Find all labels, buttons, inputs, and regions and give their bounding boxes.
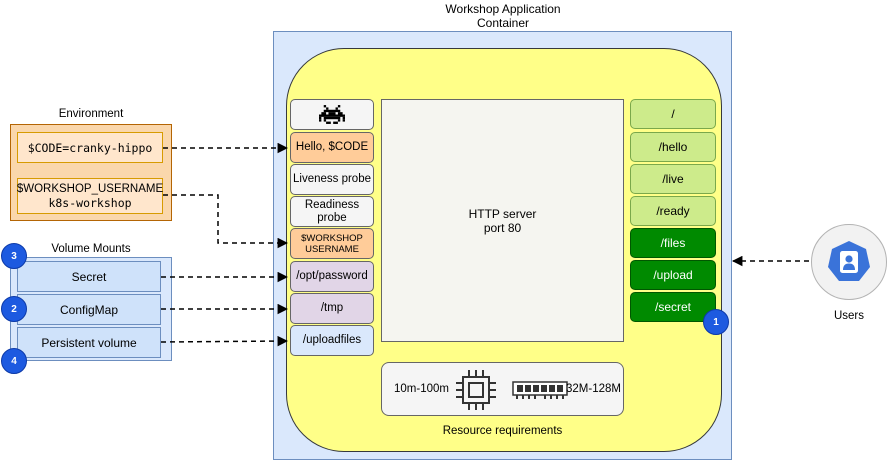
secret-route-badge: 1	[703, 309, 729, 335]
users-node	[811, 224, 887, 300]
users-label: Users	[833, 310, 865, 322]
resource-requirements-box: 10m-100m 32M-128M	[381, 362, 624, 416]
memory-module-icon	[512, 381, 568, 399]
route-ready-label: /ready	[656, 204, 690, 218]
env-code-box: $CODE=cranky-hippo	[17, 132, 163, 163]
resource-requirements-label: Resource requirements	[442, 425, 563, 437]
space-invader-box	[290, 99, 374, 130]
hello-code-box: Hello, $CODE	[290, 132, 374, 163]
route-secret: /secret	[630, 292, 716, 322]
route-live-label: /live	[662, 172, 684, 186]
volume-configmap-label: ConfigMap	[59, 302, 119, 317]
environment-title: Environment	[58, 108, 124, 120]
secret-volume-badge: 3	[1, 243, 27, 269]
persistent-volume-badge: 4	[1, 348, 27, 374]
tmp-box: /tmp	[290, 293, 374, 324]
cpu-value: 10m-100m	[394, 383, 449, 395]
volume-mounts-title: Volume Mounts	[51, 243, 131, 255]
volume-persistent-label: Persistent volume	[41, 335, 137, 350]
space-invader-icon	[319, 105, 345, 124]
env-username-line2: k8s-workshop	[48, 196, 132, 210]
cpu-chip-icon	[456, 370, 496, 410]
env-username-box: $WORKSHOP_USERNAME k8s-workshop	[17, 178, 163, 214]
route-hello: /hello	[630, 132, 716, 162]
route-files-label: /files	[660, 236, 686, 250]
container-title: Workshop Application Container	[413, 2, 593, 30]
memory-value: 32M-128M	[566, 383, 621, 395]
workshop-username-line1: $WORKSHOP	[301, 232, 363, 244]
persistent-volume-badge-number: 4	[11, 355, 17, 367]
http-server-line2: port 80	[483, 220, 522, 235]
route-live: /live	[630, 164, 716, 194]
route-hello-label: /hello	[658, 140, 688, 154]
readiness-probe-box: Readiness probe	[290, 196, 374, 227]
hello-code-label: Hello, $CODE	[295, 141, 369, 153]
user-icon	[828, 241, 870, 281]
route-secret-label: /secret	[654, 300, 691, 314]
route-files: /files	[630, 228, 716, 258]
volume-secret-box: Secret	[17, 261, 161, 292]
configmap-volume-badge: 2	[1, 296, 27, 322]
workshop-username-line2: USERNAME	[305, 243, 359, 255]
http-server-line1: HTTP server	[468, 206, 537, 221]
volume-secret-label: Secret	[71, 269, 107, 284]
route-ready: /ready	[630, 196, 716, 226]
configmap-volume-badge-number: 2	[11, 303, 17, 315]
route-root: /	[630, 99, 716, 129]
env-username-line1: $WORKSHOP_USERNAME	[16, 183, 164, 195]
route-upload-label: /upload	[653, 268, 693, 282]
volume-configmap-box: ConfigMap	[17, 294, 161, 325]
readiness-probe-label: Readiness probe	[304, 198, 360, 224]
uploadfiles-box: /uploadfiles	[290, 325, 374, 356]
arrow-persistent-to-uploadfiles	[160, 335, 289, 347]
container-title-line1: Workshop Application	[445, 2, 561, 16]
liveness-probe-label: Liveness probe	[293, 173, 371, 185]
opt-password-box: /opt/password	[290, 261, 374, 292]
volume-persistent-box: Persistent volume	[17, 327, 161, 358]
env-code-value: $CODE=cranky-hippo	[27, 140, 153, 155]
arrow-username-to-box	[163, 194, 289, 249]
tmp-label: /tmp	[320, 302, 344, 314]
http-server-box: HTTP server port 80	[381, 99, 624, 342]
secret-volume-badge-number: 3	[11, 250, 17, 262]
secret-route-badge-number: 1	[713, 316, 719, 328]
uploadfiles-label: /uploadfiles	[302, 334, 362, 346]
route-upload: /upload	[630, 260, 716, 290]
workshop-username-box: $WORKSHOP USERNAME	[290, 228, 374, 259]
container-title-line2: Container	[476, 16, 530, 30]
route-root-label: /	[671, 107, 675, 121]
opt-password-label: /opt/password	[296, 270, 368, 282]
liveness-probe-box: Liveness probe	[290, 164, 374, 195]
